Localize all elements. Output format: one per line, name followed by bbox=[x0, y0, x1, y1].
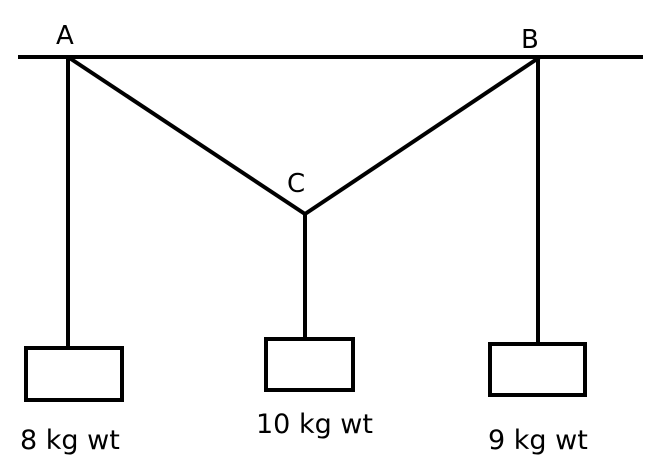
point-c-label: C bbox=[287, 169, 305, 199]
middle-weight-box bbox=[264, 337, 355, 392]
right-weight-label: 9 kg wt bbox=[488, 425, 588, 456]
middle-weight-label: 10 kg wt bbox=[256, 409, 373, 440]
string-a-to-c bbox=[66, 55, 307, 216]
point-a-label: A bbox=[56, 21, 74, 51]
point-b-label: B bbox=[521, 25, 539, 55]
string-b-to-c bbox=[303, 55, 542, 216]
right-weight-box bbox=[488, 342, 587, 397]
left-weight-label: 8 kg wt bbox=[20, 425, 120, 456]
left-weight-box bbox=[24, 346, 124, 402]
